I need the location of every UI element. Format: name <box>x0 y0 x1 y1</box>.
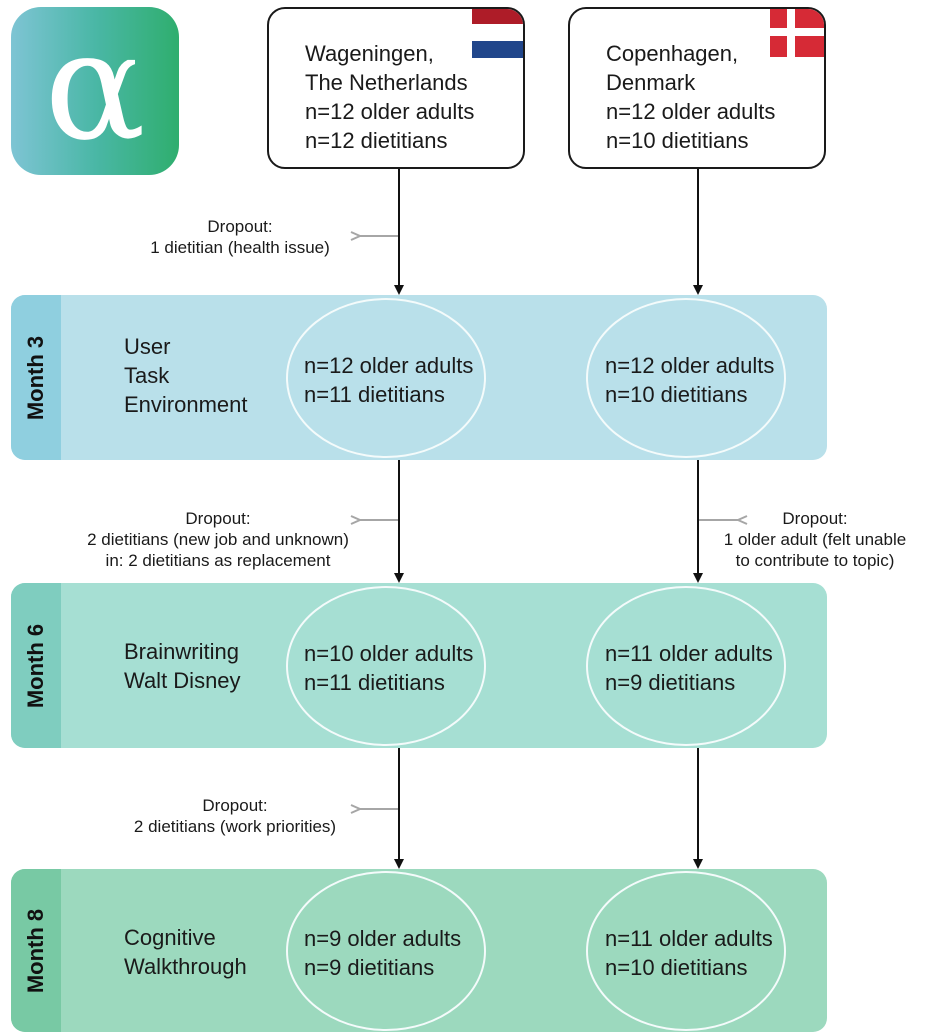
phase-band-month-8: Month 8 Cognitive Walkthrough n=9 older … <box>11 869 827 1032</box>
wageningen-participants-ellipse: n=12 older adults n=11 dietitians <box>286 298 486 458</box>
copenhagen-participants-ellipse: n=12 older adults n=10 dietitians <box>586 298 786 458</box>
method-item: Environment <box>124 392 248 417</box>
method-item: Walt Disney <box>124 668 241 693</box>
denmark-flag-icon <box>770 9 824 57</box>
older-adults-count: n=12 older adults <box>304 353 474 378</box>
netherlands-flag-icon <box>472 9 523 58</box>
phase-tab: Month 3 <box>11 295 61 460</box>
phase-methods: User Task Environment <box>124 332 248 419</box>
phase-methods: Brainwriting Walt Disney <box>124 637 241 695</box>
older-adults-count: n=9 older adults <box>304 926 462 951</box>
dietitians-count: n=10 dietitians <box>605 382 748 407</box>
dropout-detail: 1 dietitian (health issue) <box>150 238 330 257</box>
dropout-detail: 1 older adult (felt unable <box>723 530 907 549</box>
phase-methods: Cognitive Walkthrough <box>124 923 247 981</box>
dropout-title: Dropout: <box>207 217 273 236</box>
phase-label: Month 3 <box>23 335 48 420</box>
dietitians-count: n=9 dietitians <box>605 670 736 695</box>
site-older-adults-count: n=12 older adults <box>606 99 776 124</box>
alpha-logo-glyph: α <box>44 0 146 174</box>
copenhagen-participants-ellipse: n=11 older adults n=9 dietitians <box>586 586 786 746</box>
method-item: User <box>124 334 171 359</box>
copenhagen-participants-ellipse: n=11 older adults n=10 dietitians <box>586 871 786 1031</box>
site-name-line: Copenhagen, <box>606 41 739 66</box>
phase-label: Month 6 <box>23 623 48 708</box>
method-item: Task <box>124 363 170 388</box>
dropout-note-wageningen-month8: Dropout: 2 dietitians (work priorities) <box>105 795 365 837</box>
dropout-note-copenhagen-month6: Dropout: 1 older adult (felt unable to c… <box>702 508 928 571</box>
dietitians-count: n=11 dietitians <box>304 670 445 695</box>
older-adults-count: n=10 older adults <box>304 641 474 666</box>
dropout-replacement: in: 2 dietitians as replacement <box>105 551 331 570</box>
site-dietitians-count: n=10 dietitians <box>606 128 749 153</box>
site-country-line: Denmark <box>606 70 696 95</box>
dropout-detail: 2 dietitians (new job and unknown) <box>87 530 349 549</box>
dropout-title: Dropout: <box>202 796 268 815</box>
site-box-copenhagen: Copenhagen, Denmark n=12 older adults n=… <box>568 7 826 169</box>
dietitians-count: n=9 dietitians <box>304 955 435 980</box>
phase-band-month-6: Month 6 Brainwriting Walt Disney n=10 ol… <box>11 583 827 748</box>
site-dietitians-count: n=12 dietitians <box>305 128 448 153</box>
site-name-line: Wageningen, <box>305 41 434 66</box>
dropout-detail: 2 dietitians (work priorities) <box>133 817 337 836</box>
wageningen-participants-ellipse: n=10 older adults n=11 dietitians <box>286 586 486 746</box>
method-item: Cognitive <box>124 925 216 950</box>
dietitians-count: n=10 dietitians <box>605 955 748 980</box>
older-adults-count: n=12 older adults <box>605 353 775 378</box>
site-box-wageningen: Wageningen, The Netherlands n=12 older a… <box>267 7 525 169</box>
method-item: Brainwriting <box>124 639 239 664</box>
older-adults-count: n=11 older adults <box>605 926 773 951</box>
method-item: Walkthrough <box>124 954 247 979</box>
dropout-detail: to contribute to topic) <box>735 551 895 570</box>
dietitians-count: n=11 dietitians <box>304 382 445 407</box>
phase-tab: Month 8 <box>11 869 61 1032</box>
phase-label: Month 8 <box>23 908 48 993</box>
dropout-title: Dropout: <box>185 509 251 528</box>
dropout-title: Dropout: <box>782 509 848 528</box>
older-adults-count: n=11 older adults <box>605 641 773 666</box>
app-logo: α <box>11 7 179 175</box>
phase-band-month-3: Month 3 User Task Environment n=12 older… <box>11 295 827 460</box>
dropout-note-wageningen-month6: Dropout: 2 dietitians (new job and unkno… <box>68 508 368 571</box>
phase-tab: Month 6 <box>11 583 61 748</box>
site-older-adults-count: n=12 older adults <box>305 99 475 124</box>
dropout-note-wageningen-month3: Dropout: 1 dietitian (health issue) <box>120 216 360 258</box>
site-country-line: The Netherlands <box>305 70 468 95</box>
wageningen-participants-ellipse: n=9 older adults n=9 dietitians <box>286 871 486 1031</box>
